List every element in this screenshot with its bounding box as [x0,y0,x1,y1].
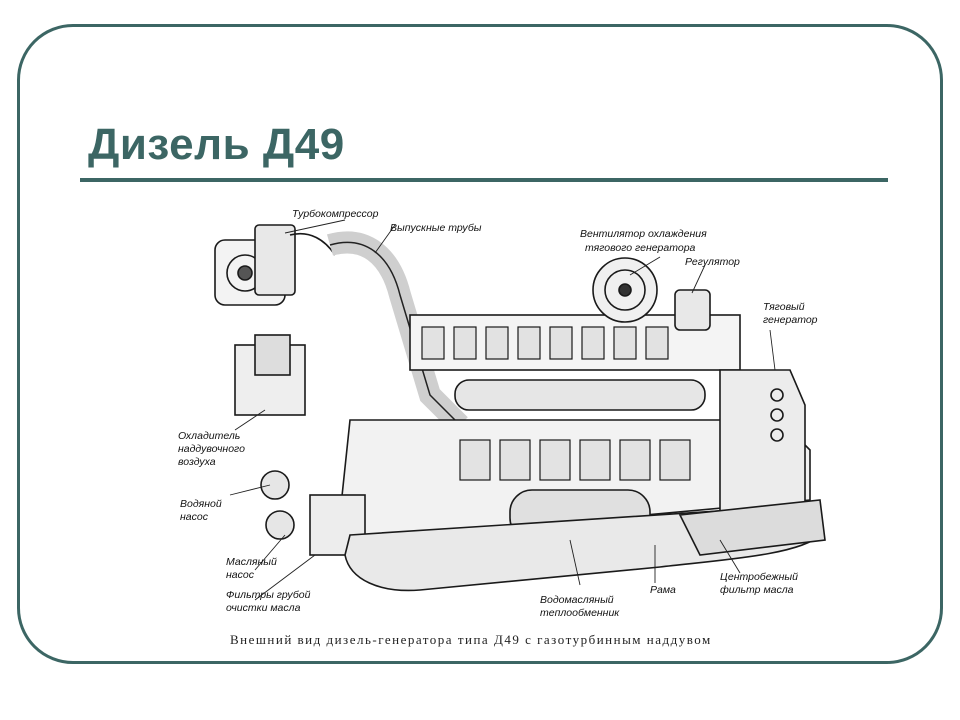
slide-title: Дизель Д49 [88,120,345,169]
diagram-labels: Турбокомпрессор Выпускные трубы Вентилят… [178,208,818,619]
engine-diagram: Турбокомпрессор Выпускные трубы Вентилят… [178,208,826,619]
label-water-pump-line2: насос [180,511,209,523]
label-water-pump-line1: Водяной [180,498,222,510]
title-underline [80,178,888,182]
label-centrifugal-filter-line2: фильтр масла [720,584,794,596]
label-turbocharger: Турбокомпрессор [292,208,379,220]
label-regulator: Регулятор [685,256,740,268]
label-filters-line2: очистки масла [226,602,301,614]
label-exhaust-pipes: Выпускные трубы [390,222,482,234]
label-heat-exchanger-line1: Водомасляный [540,594,614,606]
label-cooler-line1: Охладитель [178,430,240,442]
label-cooler-line3: воздуха [178,456,216,468]
label-centrifugal-filter-line1: Центробежный [720,571,798,583]
label-frame: Рама [650,584,676,596]
label-filters-line1: Фильтры грубой [226,589,311,601]
slide-frame [17,24,943,664]
label-oil-pump-line1: Масляный [226,556,277,568]
label-oil-pump-line2: насос [226,569,255,581]
label-generator-line1: Тяговый [763,301,805,313]
engine-drawing [214,224,826,592]
label-fan-line1: Вентилятор охлаждения [580,228,707,240]
label-fan-line2: тягового генератора [585,242,696,254]
label-heat-exchanger-line2: теплообменник [540,607,620,619]
label-cooler-line2: наддувочного [178,443,245,455]
figure-caption: Внешний вид дизель-генератора типа Д49 с… [230,632,712,647]
leader-lines [229,219,776,601]
label-generator-line2: генератор [763,314,818,326]
